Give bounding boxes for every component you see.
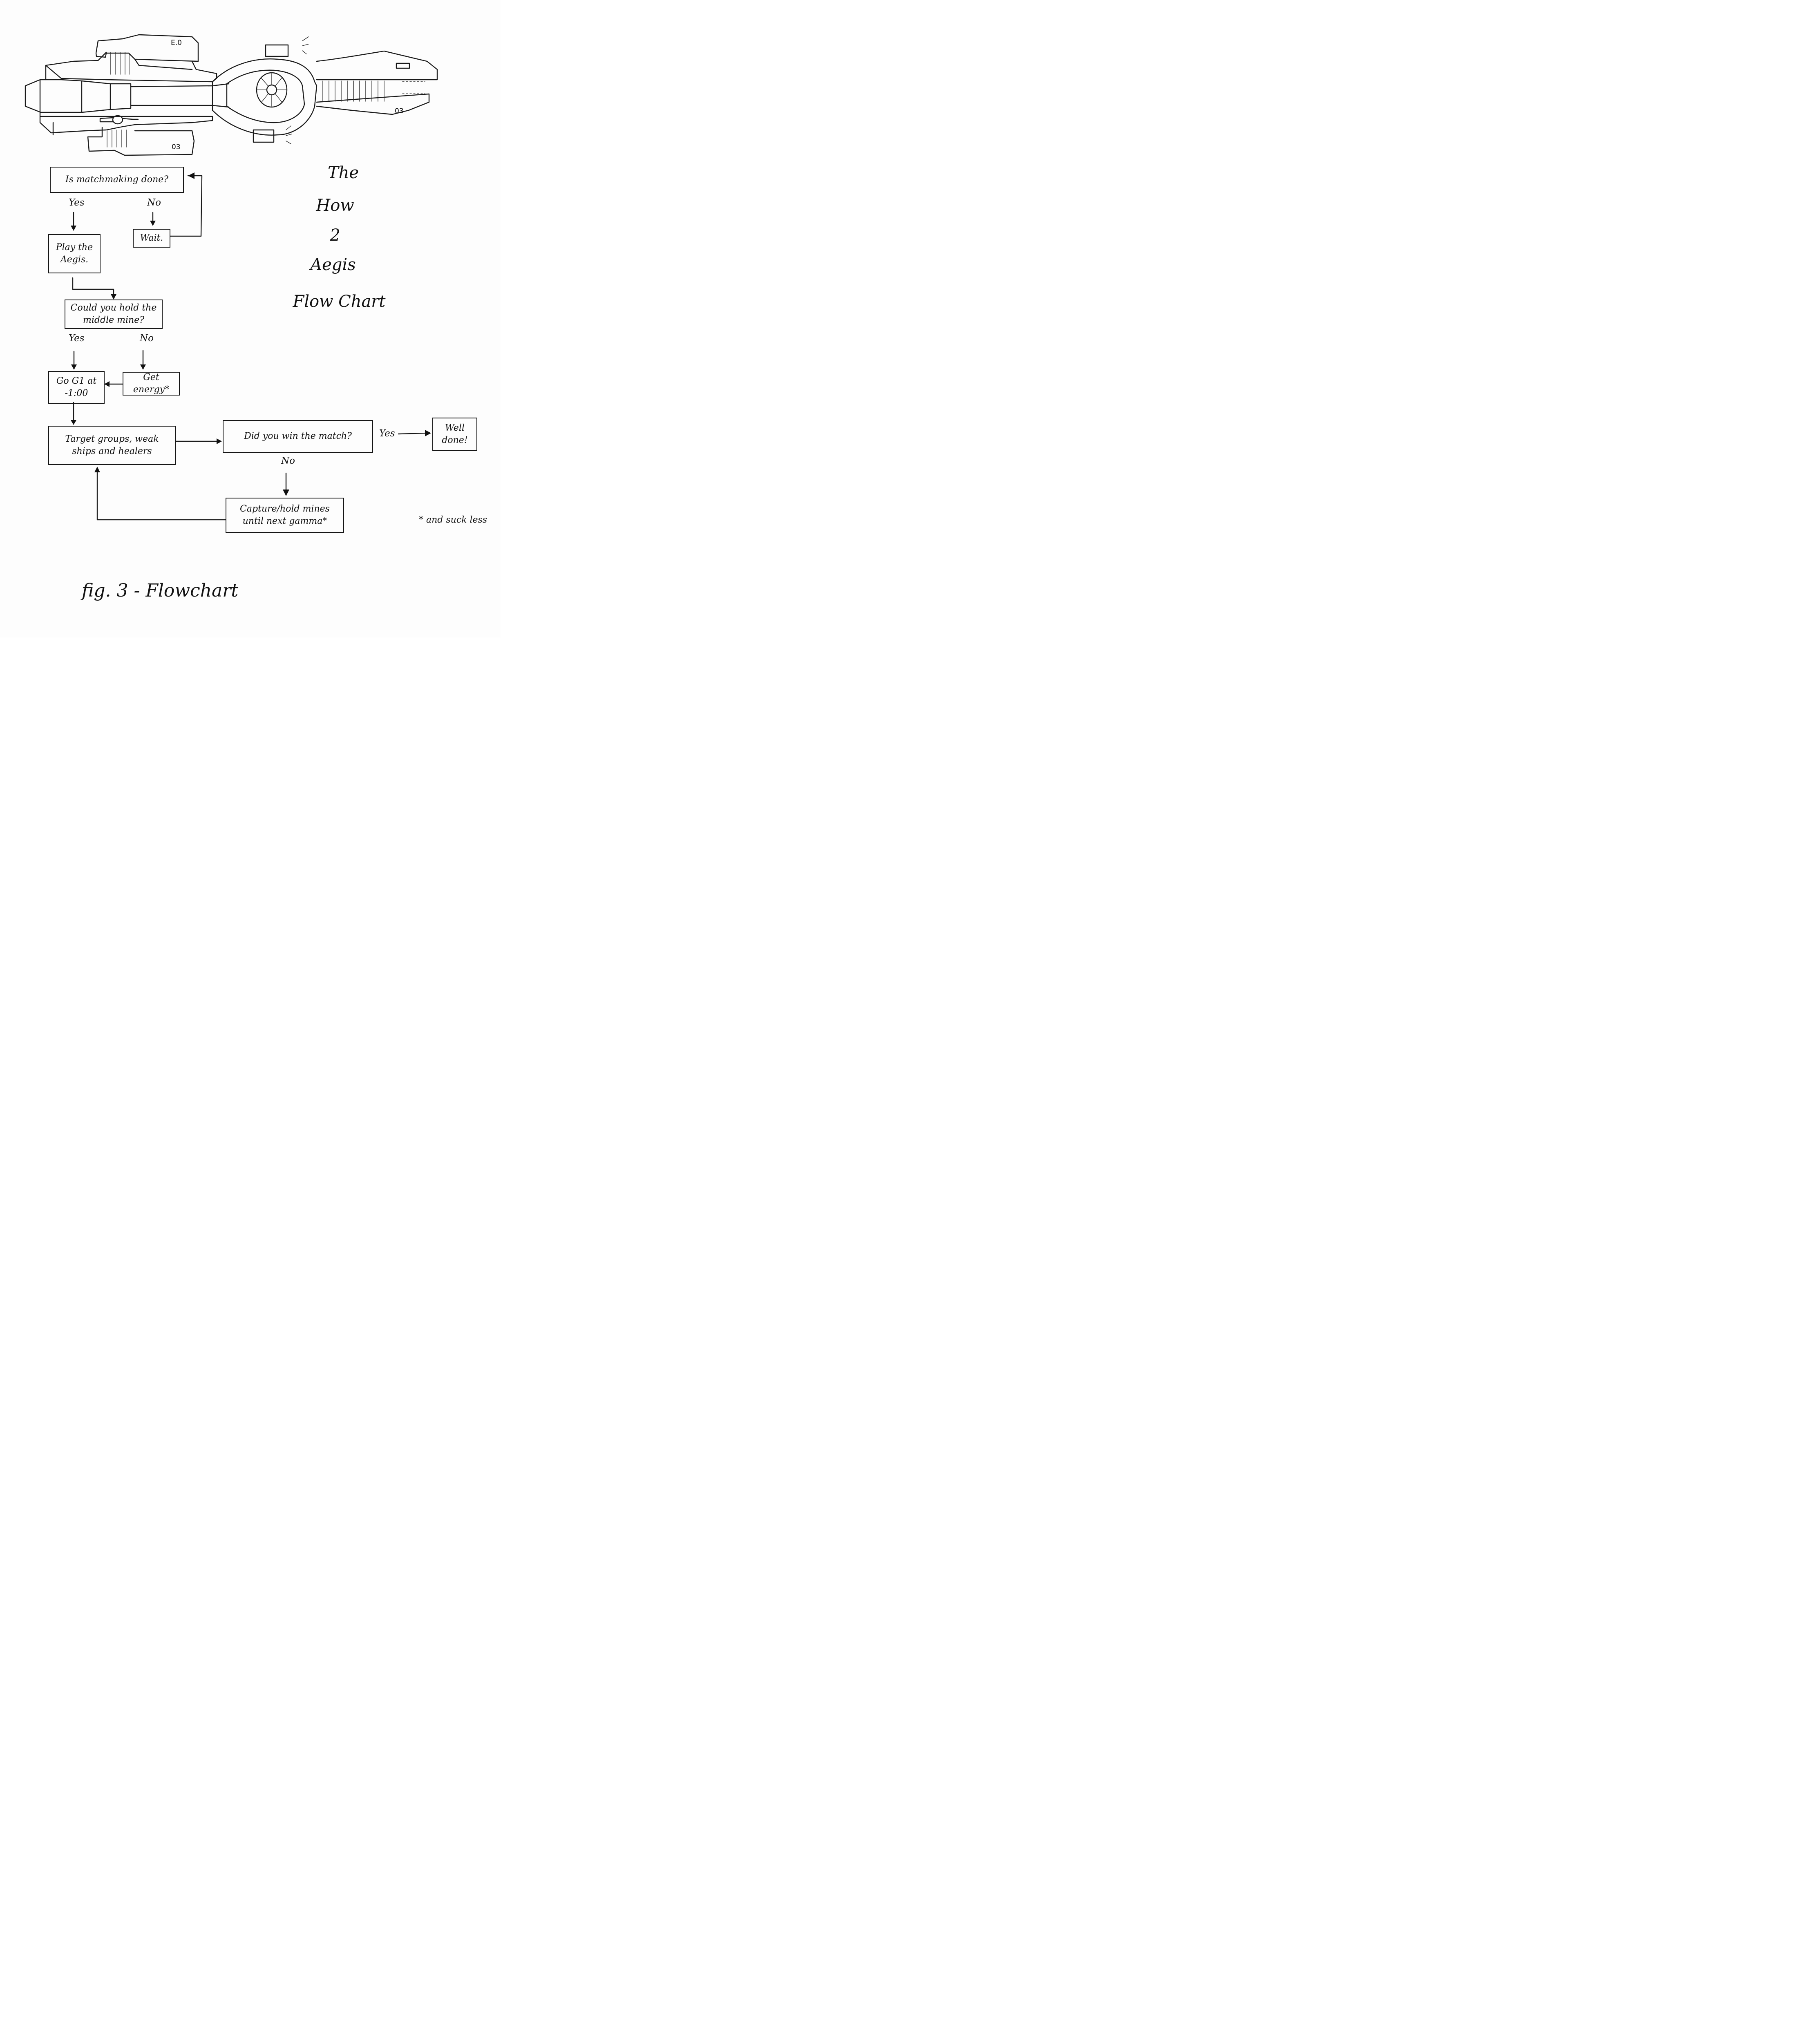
ship-label-top: E.0 <box>171 39 182 47</box>
title-line-5: Flow Chart <box>293 292 386 311</box>
node-well-done: Well done! <box>432 418 477 451</box>
drawing-layer <box>25 34 438 521</box>
ship-turret <box>112 115 123 125</box>
label-win-yes: Yes <box>379 428 395 439</box>
ship-forward-body <box>25 79 132 113</box>
edge-wait-loop <box>170 175 203 237</box>
aegis-ship-drawing <box>25 34 438 156</box>
node-win-match: Did you win the match? <box>223 420 373 453</box>
title-line-4: Aegis <box>310 255 356 274</box>
ship-top-pod <box>265 44 289 57</box>
title-line-3: 2 <box>330 226 340 245</box>
ship-central-ring <box>212 58 317 136</box>
arrowhead <box>188 172 195 179</box>
node-get-energy: Get energy* <box>123 372 180 396</box>
flow-connectors <box>71 172 431 521</box>
label-matchmaking-yes: Yes <box>69 197 85 208</box>
node-go-g1: Go G1 at -1:00 <box>48 371 105 404</box>
node-wait: Wait. <box>133 229 170 248</box>
title-line-1: The <box>327 163 359 182</box>
label-middle-no: No <box>140 333 154 344</box>
ship-bottom-pod <box>253 129 275 143</box>
label-matchmaking-no: No <box>147 197 161 208</box>
ship-lower-hull <box>39 112 213 136</box>
node-capture-hold-mines: Capture/hold mines until next gamma* <box>226 498 344 533</box>
edge-play-middle <box>72 277 114 297</box>
sketch-page: E.0 03 03 Is matchmaking done? Yes No Wa… <box>0 0 501 637</box>
node-target-groups: Target groups, weak ships and healers <box>48 426 176 465</box>
ship-label-bottom: 03 <box>172 143 181 151</box>
ship-bottom-wing <box>87 127 195 156</box>
node-matchmaking-done: Is matchmaking done? <box>50 167 184 193</box>
node-play-aegis: Play the Aegis. <box>48 234 101 273</box>
title-line-2: How <box>316 196 354 215</box>
ship-aft-spine <box>316 50 438 115</box>
label-win-no: No <box>281 456 295 466</box>
footnote: * and suck less <box>419 515 487 525</box>
ship-label-aft: 03 <box>395 107 404 115</box>
ship-top-wing <box>95 34 199 62</box>
edge-capture-loop <box>96 469 226 521</box>
edge-win-yes <box>398 432 428 435</box>
ship-upper-hull <box>45 51 217 83</box>
node-hold-middle-mine: Could you hold the middle mine? <box>65 300 163 329</box>
label-middle-yes: Yes <box>69 333 85 344</box>
figure-caption: fig. 3 - Flowchart <box>82 580 239 601</box>
